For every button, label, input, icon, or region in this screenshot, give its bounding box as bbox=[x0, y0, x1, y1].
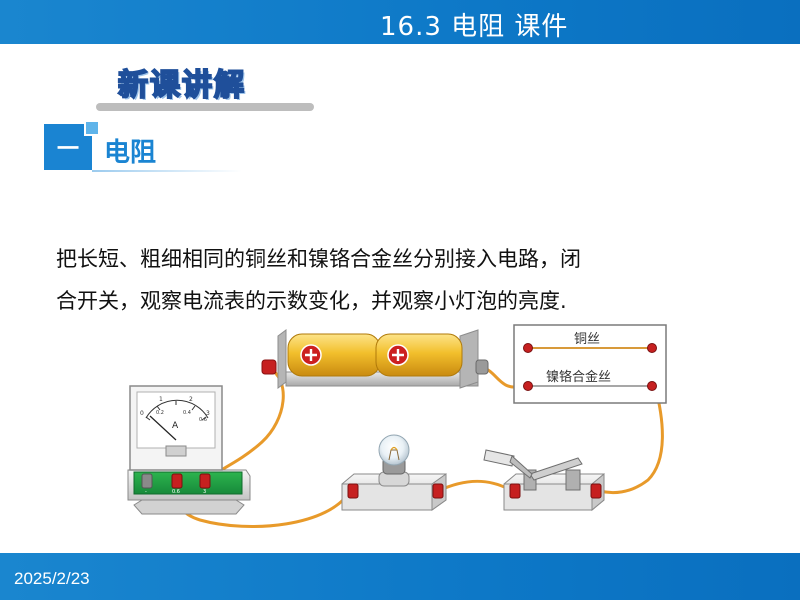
circuit-diagram: 铜丝 镍铬合金丝 0 1 2 3 0.2 0.4 0.6 A - 0.6 3 bbox=[127, 324, 667, 528]
svg-text:-: - bbox=[145, 489, 147, 495]
svg-text:1: 1 bbox=[159, 396, 163, 403]
knife-switch bbox=[483, 449, 605, 512]
section-underline bbox=[96, 103, 314, 111]
instruction-paragraph: 把长短、粗细相同的铜丝和镍铬合金丝分别接入电路，闭 合开关，观察电流表的示数变化… bbox=[56, 238, 756, 322]
wire-board-to-switch bbox=[598, 384, 664, 495]
ammeter-unit: A bbox=[172, 421, 179, 431]
subsection-number-badge: 一 bbox=[44, 124, 92, 170]
label-copper: 铜丝 bbox=[574, 332, 600, 347]
footer-date: 2025/2/23 bbox=[14, 569, 90, 588]
paragraph-line-1: 把长短、粗细相同的铜丝和镍铬合金丝分别接入电路，闭 bbox=[56, 247, 581, 271]
wire-switch-to-bulb bbox=[436, 479, 514, 493]
subsection-title: 电阻 bbox=[104, 138, 157, 168]
battery-pack bbox=[261, 329, 489, 389]
light-bulb bbox=[341, 434, 447, 511]
svg-text:2: 2 bbox=[189, 396, 193, 403]
subsection-underline bbox=[92, 170, 242, 172]
svg-text:0.2: 0.2 bbox=[156, 410, 164, 416]
label-nichrome: 镍铬合金丝 bbox=[546, 369, 611, 385]
section-title: 新课讲解 bbox=[117, 67, 246, 104]
ammeter-needle bbox=[149, 415, 177, 441]
badge-corner-decoration bbox=[84, 120, 100, 136]
battery-terminal-right bbox=[475, 359, 489, 375]
wire-board: 铜丝 镍铬合金丝 bbox=[513, 324, 667, 404]
svg-text:3: 3 bbox=[206, 410, 210, 417]
slide-title: 16.3 电阻 课件 bbox=[380, 12, 569, 42]
svg-text:0.6: 0.6 bbox=[199, 417, 207, 423]
svg-text:0: 0 bbox=[140, 410, 144, 417]
footer-bar: 2025/2/23 bbox=[0, 553, 800, 600]
svg-text:0.4: 0.4 bbox=[183, 410, 191, 416]
ammeter: 0 1 2 3 0.2 0.4 0.6 A - 0.6 3 bbox=[127, 385, 251, 515]
subsection-number: 一 bbox=[56, 137, 79, 162]
paragraph-line-2: 合开关，观察电流表的示数变化，并观察小灯泡的亮度. bbox=[56, 289, 567, 313]
ammeter-terminal-strip bbox=[133, 471, 243, 495]
svg-text:3: 3 bbox=[203, 489, 206, 495]
battery-terminal-left bbox=[261, 359, 277, 375]
svg-text:0.6: 0.6 bbox=[172, 489, 180, 495]
header-bar: 16.3 电阻 课件 bbox=[0, 0, 800, 44]
